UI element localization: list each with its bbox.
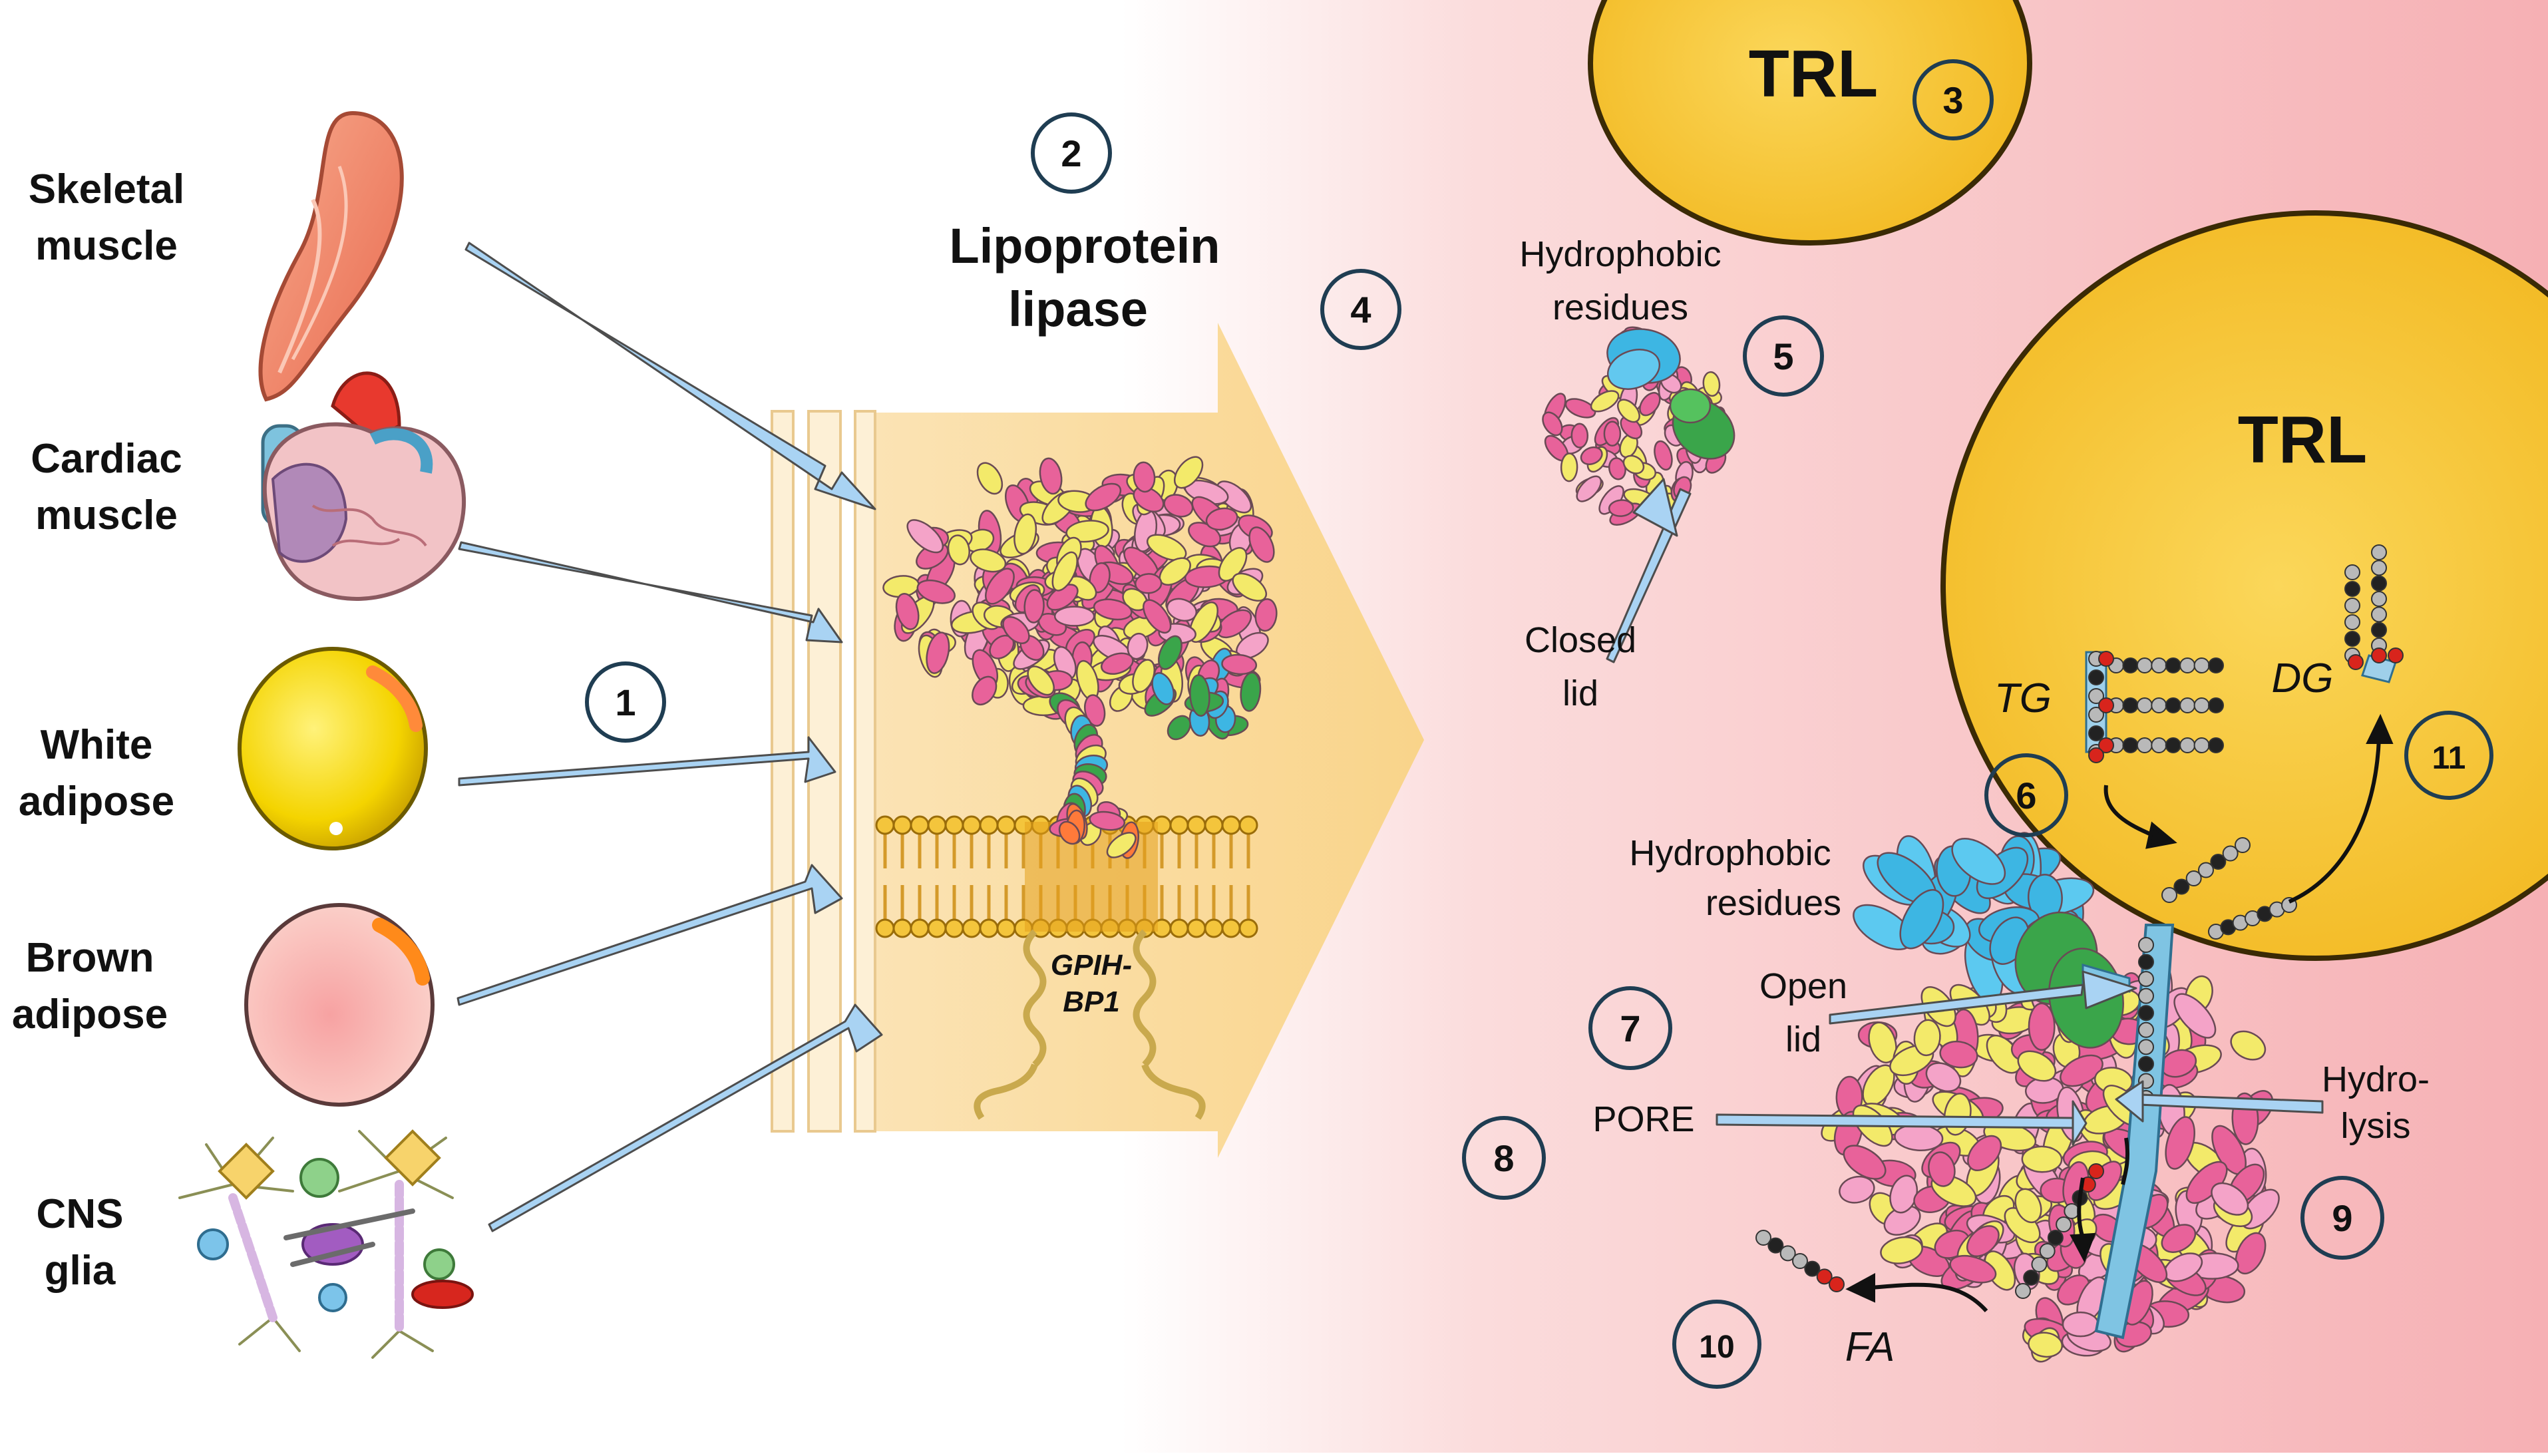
tg-label: TG xyxy=(1994,675,2052,721)
step-markers: 1 2 3 4 5 6 7 8 9 10 11 xyxy=(585,59,2493,1389)
pore-pointer-head xyxy=(2072,1100,2088,1146)
arrow-skeletal xyxy=(464,242,876,510)
trl-label-top: TRL xyxy=(1749,37,1878,111)
step-marker-2: 2 xyxy=(1031,112,1112,194)
arrow-brown xyxy=(456,864,843,1006)
tg-to-pore-arrow xyxy=(2103,785,2154,837)
trl-particle-main xyxy=(1940,210,2548,961)
lipid-labels: TG DG FA xyxy=(1845,655,2334,1370)
feature-labels: Hydrophobic residues Closed lid Hydropho… xyxy=(1519,234,2430,1146)
tissue-labels: Skeletal muscle Cardiac muscle White adi… xyxy=(12,166,184,1294)
label-pointer-arrows xyxy=(1606,478,2324,1146)
step-marker-6: 6 xyxy=(1984,753,2068,837)
pore-pointer xyxy=(1716,1113,2074,1129)
tissue-icons xyxy=(178,110,474,1359)
tissue-label-1a: Skeletal xyxy=(29,166,184,212)
step-number-2: 2 xyxy=(1061,132,1081,174)
enzyme-label-line1: Lipoprotein xyxy=(950,218,1220,273)
hydrophobic-top-line1: Hydrophobic xyxy=(1519,234,1721,274)
step-marker-10: 10 xyxy=(1672,1300,1761,1389)
pore-label: PORE xyxy=(1592,1099,1694,1139)
fa-release-arrow xyxy=(1869,1282,1988,1313)
tissue-label-5b: glia xyxy=(45,1248,116,1294)
step-marker-5: 5 xyxy=(1743,315,1824,397)
gpihbp1-anchor xyxy=(974,929,1206,1120)
to-dg-arrow xyxy=(2288,738,2381,904)
closed-lid-line2: lid xyxy=(1562,673,1598,713)
gpihbp1-label-line1: GPIH- xyxy=(1051,949,1132,982)
lipoprotein-lipase-proteins xyxy=(882,326,1735,859)
closed-lid-pointer-head xyxy=(1632,478,1678,537)
hydrolysis-pointer-head xyxy=(2115,1080,2144,1123)
step-marker-4: 4 xyxy=(1320,269,1401,350)
arrow-cns xyxy=(488,1003,883,1232)
reaction-arrows xyxy=(1845,713,2394,1313)
step-marker-8: 8 xyxy=(1462,1116,1546,1200)
enzyme-label: Lipoprotein lipase xyxy=(950,218,1220,337)
tissue-label-5a: CNS xyxy=(37,1191,124,1237)
tissue-label-2a: Cardiac xyxy=(31,436,182,482)
step-number-4: 4 xyxy=(1350,289,1371,331)
open-lid-pointer-head xyxy=(2082,970,2137,1009)
step-number-3: 3 xyxy=(1942,79,1963,121)
hydrophobic-bottom-line2: residues xyxy=(1706,883,1841,923)
hydrophobic-top-line2: residues xyxy=(1552,287,1688,327)
tissue-label-4a: Brown xyxy=(26,935,154,981)
trl-particle-top xyxy=(1588,0,2032,246)
enzyme-label-line2: lipase xyxy=(1008,281,1148,337)
gpihbp1-label-line2: BP1 xyxy=(1063,986,1120,1018)
tissue-label-2b: muscle xyxy=(35,492,178,538)
step-number-11: 11 xyxy=(2432,741,2466,776)
tissue-label-3b: adipose xyxy=(19,779,174,824)
white-adipocyte-icon xyxy=(238,647,428,850)
step-marker-1: 1 xyxy=(585,661,666,743)
step-marker-11: 11 xyxy=(2404,711,2493,800)
tissue-label-1b: muscle xyxy=(35,223,178,269)
open-lid-pointer xyxy=(1829,984,2084,1025)
step-number-1: 1 xyxy=(615,681,636,723)
brown-adipocyte-icon xyxy=(244,903,435,1107)
trl-labels: TRL TRL xyxy=(1749,37,2367,477)
step-marker-3: 3 xyxy=(1912,59,1994,140)
fa-label: FA xyxy=(1845,1324,1895,1370)
step-number-9: 9 xyxy=(2332,1197,2352,1239)
open-lid-line2: lid xyxy=(1785,1019,1821,1059)
lipid-molecules xyxy=(1755,544,2404,1299)
tissue-to-lpl-arrows xyxy=(456,242,883,1232)
cns-glia-icon xyxy=(178,1129,474,1359)
tissue-label-4b: adipose xyxy=(12,992,168,1037)
trl-label-main: TRL xyxy=(2238,403,2367,477)
step-number-7: 7 xyxy=(1620,1007,1640,1049)
heart-icon xyxy=(261,371,466,601)
open-lid-line1: Open xyxy=(1759,966,1847,1006)
hydrophobic-bottom-line1: Hydrophobic xyxy=(1629,833,1831,873)
arrow-white xyxy=(458,736,836,787)
vessel-wall xyxy=(771,410,876,1133)
step-number-5: 5 xyxy=(1773,335,1793,377)
step-marker-7: 7 xyxy=(1588,986,1672,1070)
pore-flow-arrow xyxy=(2077,1177,2085,1238)
hydrolysis-line1: Hydro- xyxy=(2322,1059,2430,1099)
tissue-label-3a: White xyxy=(41,722,153,768)
step-marker-9: 9 xyxy=(2300,1176,2384,1260)
step-number-8: 8 xyxy=(1493,1137,1514,1179)
step-number-6: 6 xyxy=(2016,775,2036,817)
step-number-10: 10 xyxy=(1699,1330,1734,1365)
dg-label: DG xyxy=(2272,655,2334,701)
gpihbp1-label: GPIH- BP1 xyxy=(1051,949,1132,1018)
closed-lid-line1: Closed xyxy=(1525,620,1636,660)
skeletal-muscle-icon xyxy=(258,110,404,402)
hydrolysis-line2: lysis xyxy=(2341,1106,2411,1146)
arrow-cardiac xyxy=(458,541,843,643)
big-flow-arrow xyxy=(875,323,1424,1158)
